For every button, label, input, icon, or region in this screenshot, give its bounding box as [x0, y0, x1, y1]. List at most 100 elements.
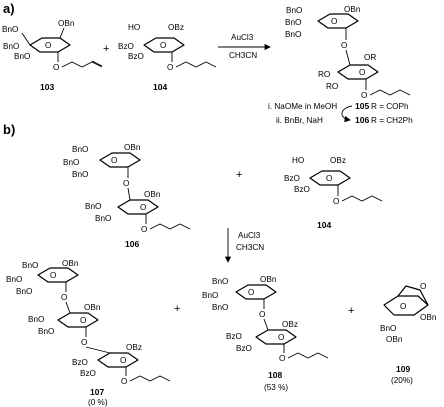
obn-label: OBn: [58, 19, 75, 28]
reagent-ch3cn: CH3CN: [229, 51, 257, 60]
bno-label: BnO: [212, 277, 228, 286]
bzo-label: BzO: [128, 52, 144, 61]
bno-label: BnO: [72, 170, 88, 179]
bno-label: BnO: [72, 145, 88, 154]
ro-label: RO: [326, 82, 338, 91]
bzo-label: BzO: [80, 369, 96, 378]
obn-label: OBn: [84, 303, 101, 312]
bno-label: BnO: [285, 18, 301, 27]
r-group-105: R = COPh: [371, 102, 409, 111]
ring-oxygen: O: [361, 91, 367, 100]
bno-label: BnO: [63, 158, 79, 167]
bno-label: BnO: [95, 214, 111, 223]
r-group-106: R = CH2Ph: [371, 116, 413, 125]
bridge-oxygen: O: [420, 282, 426, 291]
yield-107: (0 %): [88, 398, 108, 407]
step-i-label: i. NaOMe in MeOH: [268, 102, 337, 111]
bno-label: BnO: [212, 303, 228, 312]
ring-oxygen: O: [279, 354, 285, 363]
ring-oxygen: O: [80, 316, 86, 325]
bno-label: BnO: [286, 6, 302, 15]
ring-oxygen: O: [278, 333, 284, 342]
compound-label-109: 109: [396, 364, 410, 374]
compound-label-104: 104: [317, 220, 331, 230]
panel-a-label: a): [3, 1, 15, 16]
ring-oxygen: O: [120, 356, 126, 365]
ring-oxygen: O: [326, 174, 332, 183]
step-ii-label: ii. BnBr, NaH: [276, 116, 323, 125]
ho-label: HO: [292, 156, 304, 165]
yield-108: (53 %): [264, 383, 288, 392]
bzo-label: BzO: [284, 174, 300, 183]
compound-label-105: 105: [355, 101, 369, 111]
compound-label-106: 106: [355, 115, 369, 125]
ring-oxygen: O: [359, 68, 365, 77]
yield-109: (20%): [391, 376, 413, 385]
compound-103-structure: O BnO BnO BnO OBn O: [2, 19, 103, 72]
bno-label: BnO: [28, 315, 44, 324]
plus-sign: +: [174, 303, 180, 315]
plus-sign: +: [236, 169, 242, 181]
ring-oxygen: O: [121, 377, 127, 386]
bno-label: BnO: [285, 30, 301, 39]
ring-oxygen: O: [50, 271, 56, 280]
obn-label: OBn: [386, 335, 403, 344]
ring-oxygen: O: [333, 197, 339, 206]
bzo-label: BzO: [236, 344, 252, 353]
obn-label: OBn: [344, 5, 361, 14]
bno-label: BnO: [22, 261, 38, 270]
compound-label-106: 106: [125, 239, 139, 249]
compound-label-107: 107: [90, 387, 104, 397]
bno-label: BnO: [380, 324, 396, 333]
obn-label: OBn: [420, 313, 437, 322]
ring-oxygen: O: [167, 63, 173, 72]
compound-106-structure: O BnO OBn BnO BnO O O OBn BnO BnO O: [63, 143, 191, 234]
ring-oxygen: O: [140, 203, 146, 212]
compound-label-108: 108: [268, 370, 282, 380]
compound-104-structure: O HO OBz BzO BzO O: [284, 156, 383, 206]
glycosidic-oxygen: O: [81, 338, 87, 347]
obz-label: OBz: [282, 320, 298, 329]
bzo-label: BzO: [72, 358, 88, 367]
or-label: OR: [364, 53, 376, 62]
ho-label: HO: [128, 23, 140, 32]
bno-label: BnO: [202, 291, 218, 300]
bno-label: BnO: [14, 52, 30, 61]
bno-label: BnO: [2, 25, 18, 34]
obn-label: OBn: [62, 259, 79, 268]
obz-label: OBz: [168, 23, 184, 32]
compound-104-structure: O HO OBz BzO BzO O: [118, 23, 217, 72]
compound-107-structure: O BnO OBn BnO BnO O O OBn BnO BnO O O OB…: [6, 259, 171, 386]
obn-label: OBn: [124, 143, 141, 152]
bno-label: BnO: [38, 327, 54, 336]
ring-oxygen: O: [45, 41, 51, 50]
compound-label-104: 104: [153, 82, 167, 92]
bno-label: BnO: [16, 287, 32, 296]
bzo-label: BzO: [226, 332, 242, 341]
disaccharide-105-106-structure: O BnO OBn BnO BnO O O OR RO RO O: [285, 5, 411, 100]
compound-label-103: 103: [40, 82, 54, 92]
ring-oxygen: O: [248, 288, 254, 297]
obz-label: OBz: [330, 156, 346, 165]
obz-label: OBz: [126, 343, 142, 352]
compound-108-structure: O BnO OBn BnO BnO O O OBz BzO BzO O: [202, 275, 329, 363]
glycosidic-oxygen: O: [61, 293, 67, 302]
obn-label: OBn: [144, 190, 161, 199]
compound-109-structure: O O BnO OBn OBn: [380, 282, 437, 344]
bzo-label: BzO: [294, 185, 310, 194]
panel-b-label: b): [3, 122, 15, 137]
reagent-aucl3: AuCl3: [238, 231, 261, 240]
bno-label: BnO: [3, 42, 19, 51]
ring-oxygen: O: [160, 41, 166, 50]
plus-sign: +: [103, 43, 109, 55]
glycosidic-oxygen: O: [123, 179, 129, 188]
bno-label: BnO: [85, 202, 101, 211]
plus-sign: +: [348, 305, 354, 317]
ring-oxygen: O: [331, 17, 337, 26]
glycosidic-oxygen: O: [259, 310, 265, 319]
glycosidic-oxygen: O: [341, 41, 347, 50]
bzo-label: BzO: [118, 42, 134, 51]
ring-oxygen: O: [141, 225, 147, 234]
reagent-ch3cn: CH3CN: [236, 243, 264, 252]
